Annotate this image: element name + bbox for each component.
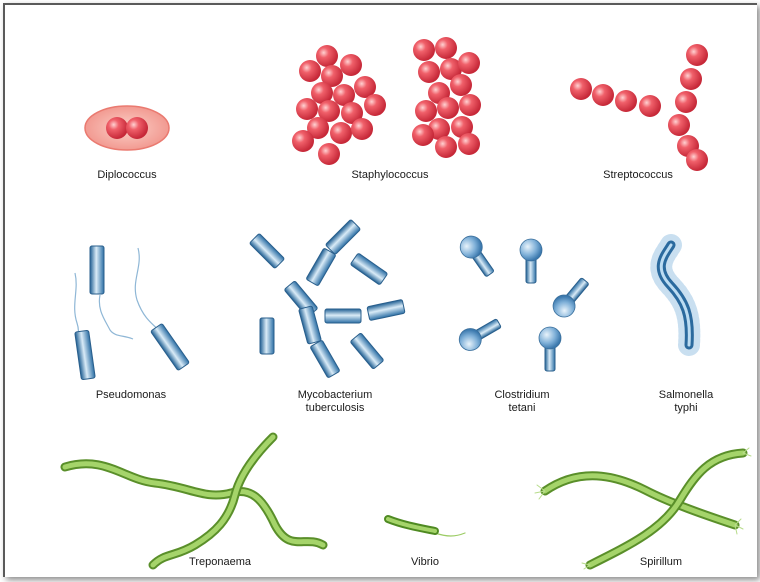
spirillum-label: Spirillum bbox=[616, 556, 706, 569]
pseudomonas-image bbox=[75, 246, 190, 380]
streptococcus-label: Streptococcus bbox=[583, 169, 693, 182]
treponaema-image bbox=[65, 437, 323, 565]
salmonella-label-line2: typhi bbox=[641, 402, 731, 415]
clostridium-label-line2: tetani bbox=[467, 402, 577, 415]
staphylococcus-image bbox=[292, 37, 481, 165]
vibrio-image bbox=[388, 519, 465, 536]
treponaema-label: Treponaema bbox=[170, 556, 270, 569]
salmonella-label-line1: Salmonella bbox=[641, 389, 731, 402]
staphylococcus-label: Staphylococcus bbox=[330, 169, 450, 182]
diplococcus-image bbox=[85, 106, 169, 150]
vibrio-label: Vibrio bbox=[385, 556, 465, 569]
streptococcus-image bbox=[570, 44, 708, 171]
mycobacterium-image bbox=[249, 219, 405, 378]
mycobacterium-label-line2: tuberculosis bbox=[275, 402, 395, 415]
salmonella-image bbox=[661, 245, 689, 345]
pseudomonas-label: Pseudomonas bbox=[81, 389, 181, 402]
bacteria-illustration bbox=[5, 5, 757, 577]
spirillum-image bbox=[535, 448, 751, 569]
figure-frame: Diplococcus Staphylococcus Streptococcus… bbox=[3, 3, 757, 577]
clostridium-label-line1: Clostridium bbox=[467, 389, 577, 402]
mycobacterium-label-line1: Mycobacterium bbox=[275, 389, 395, 402]
clostridium-image bbox=[455, 232, 593, 371]
diplococcus-label: Diplococcus bbox=[77, 169, 177, 182]
